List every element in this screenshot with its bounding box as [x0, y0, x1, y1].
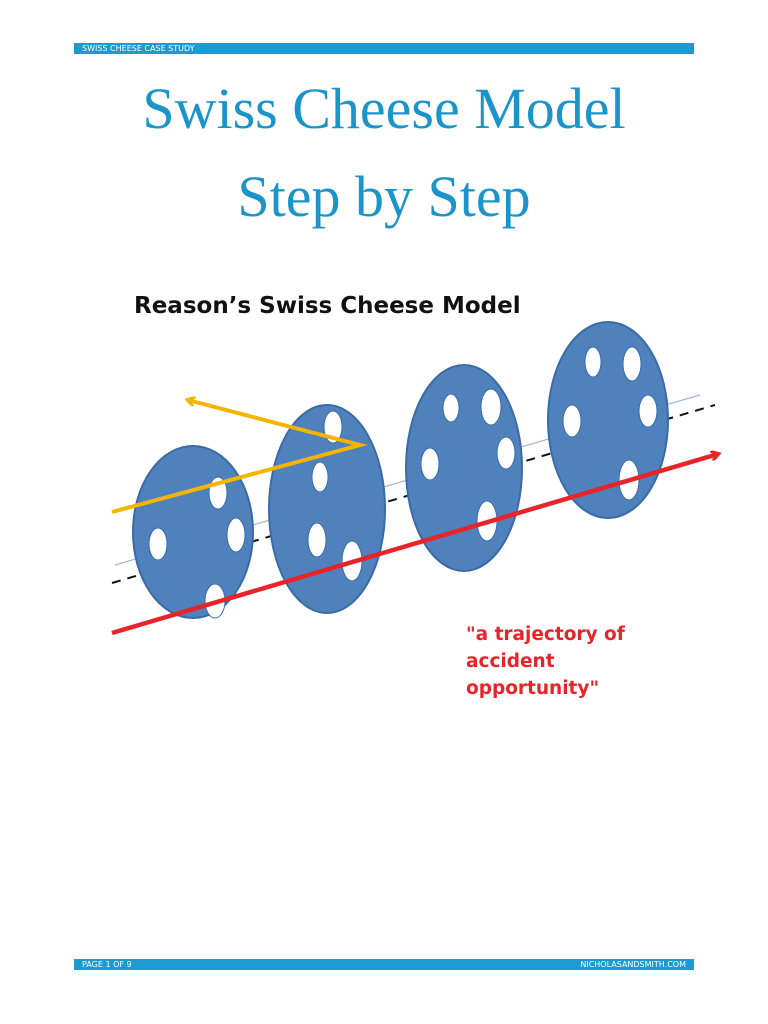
blocked-hazard-arrow	[111, 400, 368, 514]
page-subtitle: Step by Step	[237, 164, 531, 229]
cheese-slice-1	[132, 445, 254, 619]
figure-title: Reason’s Swiss Cheese Model	[134, 293, 521, 319]
header-bar: SWISS CHEESE CASE STUDY	[74, 43, 694, 54]
accident-trajectory-arrow	[111, 454, 718, 636]
footer-bar: PAGE 1 OF 9 NICHOLASANDSMITH.COM	[74, 959, 694, 970]
header-label: SWISS CHEESE CASE STUDY	[82, 44, 195, 53]
page-title: Swiss Cheese Model	[142, 76, 626, 141]
trajectory-annotation: "a trajectory of accident opportunity"	[466, 624, 625, 699]
footer-page-number: PAGE 1 OF 9	[82, 960, 132, 969]
footer-site: NICHOLASANDSMITH.COM	[580, 960, 686, 969]
